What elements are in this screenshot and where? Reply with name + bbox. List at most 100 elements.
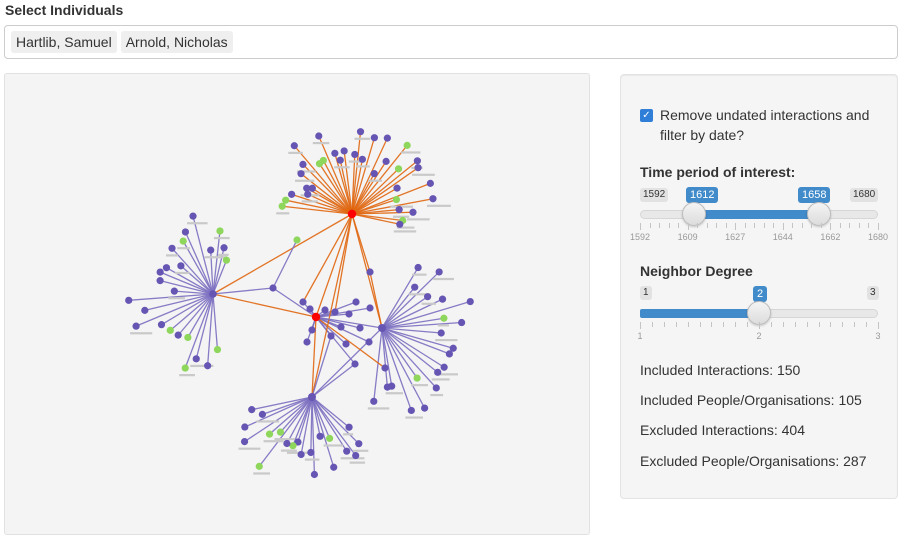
graph-node[interactable] (174, 331, 182, 339)
graph-node[interactable] (407, 406, 415, 415)
graph-node[interactable] (132, 322, 140, 330)
graph-node[interactable] (213, 345, 222, 354)
graph-node[interactable] (299, 298, 307, 306)
graph-node[interactable] (424, 293, 432, 301)
graph-node[interactable] (413, 157, 421, 165)
graph-node[interactable] (382, 157, 390, 165)
graph-node[interactable] (414, 263, 422, 272)
graph-node[interactable] (381, 364, 389, 372)
graph-node[interactable] (366, 304, 374, 312)
graph-node[interactable] (437, 329, 445, 337)
graph-node[interactable] (394, 165, 403, 173)
graph-node[interactable] (435, 268, 443, 276)
graph-node[interactable] (156, 268, 164, 276)
graph-node[interactable] (297, 450, 305, 459)
selected-chip[interactable]: Arnold, Nicholas (120, 31, 233, 53)
graph-node[interactable] (269, 284, 277, 292)
graph-node[interactable] (303, 184, 311, 192)
graph-node[interactable] (458, 318, 466, 327)
graph-node[interactable] (141, 306, 149, 314)
graph-node[interactable] (440, 314, 448, 322)
graph-node[interactable] (306, 305, 314, 313)
graph-node[interactable] (383, 383, 391, 391)
graph-node[interactable] (265, 430, 274, 438)
graph-node[interactable] (396, 220, 404, 228)
graph-node[interactable] (438, 295, 447, 303)
graph-node[interactable] (248, 406, 256, 414)
graph-node[interactable] (366, 268, 374, 276)
graph-node[interactable] (222, 256, 231, 264)
network-graph-svg[interactable] (5, 74, 590, 535)
graph-node[interactable] (434, 368, 442, 376)
graph-node[interactable] (414, 164, 422, 172)
graph-node[interactable] (378, 324, 386, 332)
graph-node[interactable] (255, 462, 263, 470)
graph-node[interactable] (276, 428, 285, 436)
graph-node[interactable] (331, 308, 339, 316)
graph-node[interactable] (304, 190, 312, 198)
graph-node[interactable] (315, 132, 323, 140)
graph-node[interactable] (316, 432, 324, 440)
graph-node[interactable] (358, 155, 366, 163)
graph-node[interactable] (303, 338, 311, 346)
graph-node[interactable] (352, 298, 360, 306)
graph-node[interactable] (157, 321, 166, 329)
graph-node[interactable] (297, 170, 305, 178)
graph-node[interactable] (299, 160, 307, 168)
graph-node[interactable] (283, 439, 291, 448)
graph-node[interactable] (356, 324, 364, 332)
graph-node[interactable] (308, 326, 316, 334)
graph-node[interactable] (240, 438, 249, 446)
graph-node[interactable] (327, 332, 335, 340)
graph-node[interactable] (370, 397, 378, 405)
graph-node[interactable] (311, 312, 321, 322)
graph-node[interactable] (207, 246, 215, 254)
graph-node[interactable] (294, 438, 302, 446)
time-slider-to-handle[interactable] (806, 202, 831, 226)
graph-node[interactable] (319, 156, 327, 165)
graph-node[interactable] (326, 434, 334, 442)
graph-node[interactable] (426, 179, 434, 187)
graph-node[interactable] (282, 196, 290, 204)
graph-node[interactable] (432, 384, 440, 392)
graph-node[interactable] (162, 264, 171, 272)
graph-node[interactable] (345, 423, 353, 431)
graph-node[interactable] (166, 326, 174, 334)
graph-node[interactable] (179, 237, 187, 245)
graph-node[interactable] (395, 206, 403, 214)
graph-node[interactable] (340, 147, 348, 155)
graph-node[interactable] (168, 244, 176, 252)
graph-node[interactable] (393, 184, 401, 192)
graph-node[interactable] (321, 306, 329, 314)
graph-node[interactable] (220, 244, 228, 252)
graph-node[interactable] (209, 290, 217, 298)
select-individuals-input[interactable]: Hartlib, Samuel Arnold, Nicholas (4, 25, 898, 59)
filter-date-checkbox-label[interactable]: Remove undated interactions and filter b… (660, 107, 870, 143)
graph-node[interactable] (290, 142, 298, 150)
graph-node[interactable] (440, 363, 448, 371)
graph-node[interactable] (310, 470, 319, 479)
graph-node[interactable] (351, 360, 359, 368)
graph-node[interactable] (308, 393, 316, 401)
graph-node[interactable] (429, 195, 437, 203)
graph-node[interactable] (278, 202, 286, 210)
graph-node[interactable] (413, 374, 421, 382)
graph-node[interactable] (409, 208, 417, 216)
graph-node[interactable] (347, 209, 357, 219)
graph-node[interactable] (351, 150, 359, 159)
time-slider-from-handle[interactable] (682, 202, 707, 226)
graph-node[interactable] (411, 283, 419, 291)
graph-node[interactable] (466, 297, 474, 306)
graph-node[interactable] (181, 228, 190, 236)
graph-node[interactable] (330, 463, 338, 471)
graph-node[interactable] (403, 141, 411, 149)
graph-node[interactable] (156, 277, 164, 285)
graph-node[interactable] (181, 364, 189, 372)
graph-node[interactable] (288, 190, 296, 198)
graph-node[interactable] (352, 451, 360, 460)
graph-node[interactable] (192, 355, 200, 363)
graph-node[interactable] (449, 344, 457, 352)
graph-node[interactable] (189, 212, 197, 220)
selected-chip[interactable]: Hartlib, Samuel (11, 31, 117, 53)
graph-node[interactable] (216, 227, 224, 235)
